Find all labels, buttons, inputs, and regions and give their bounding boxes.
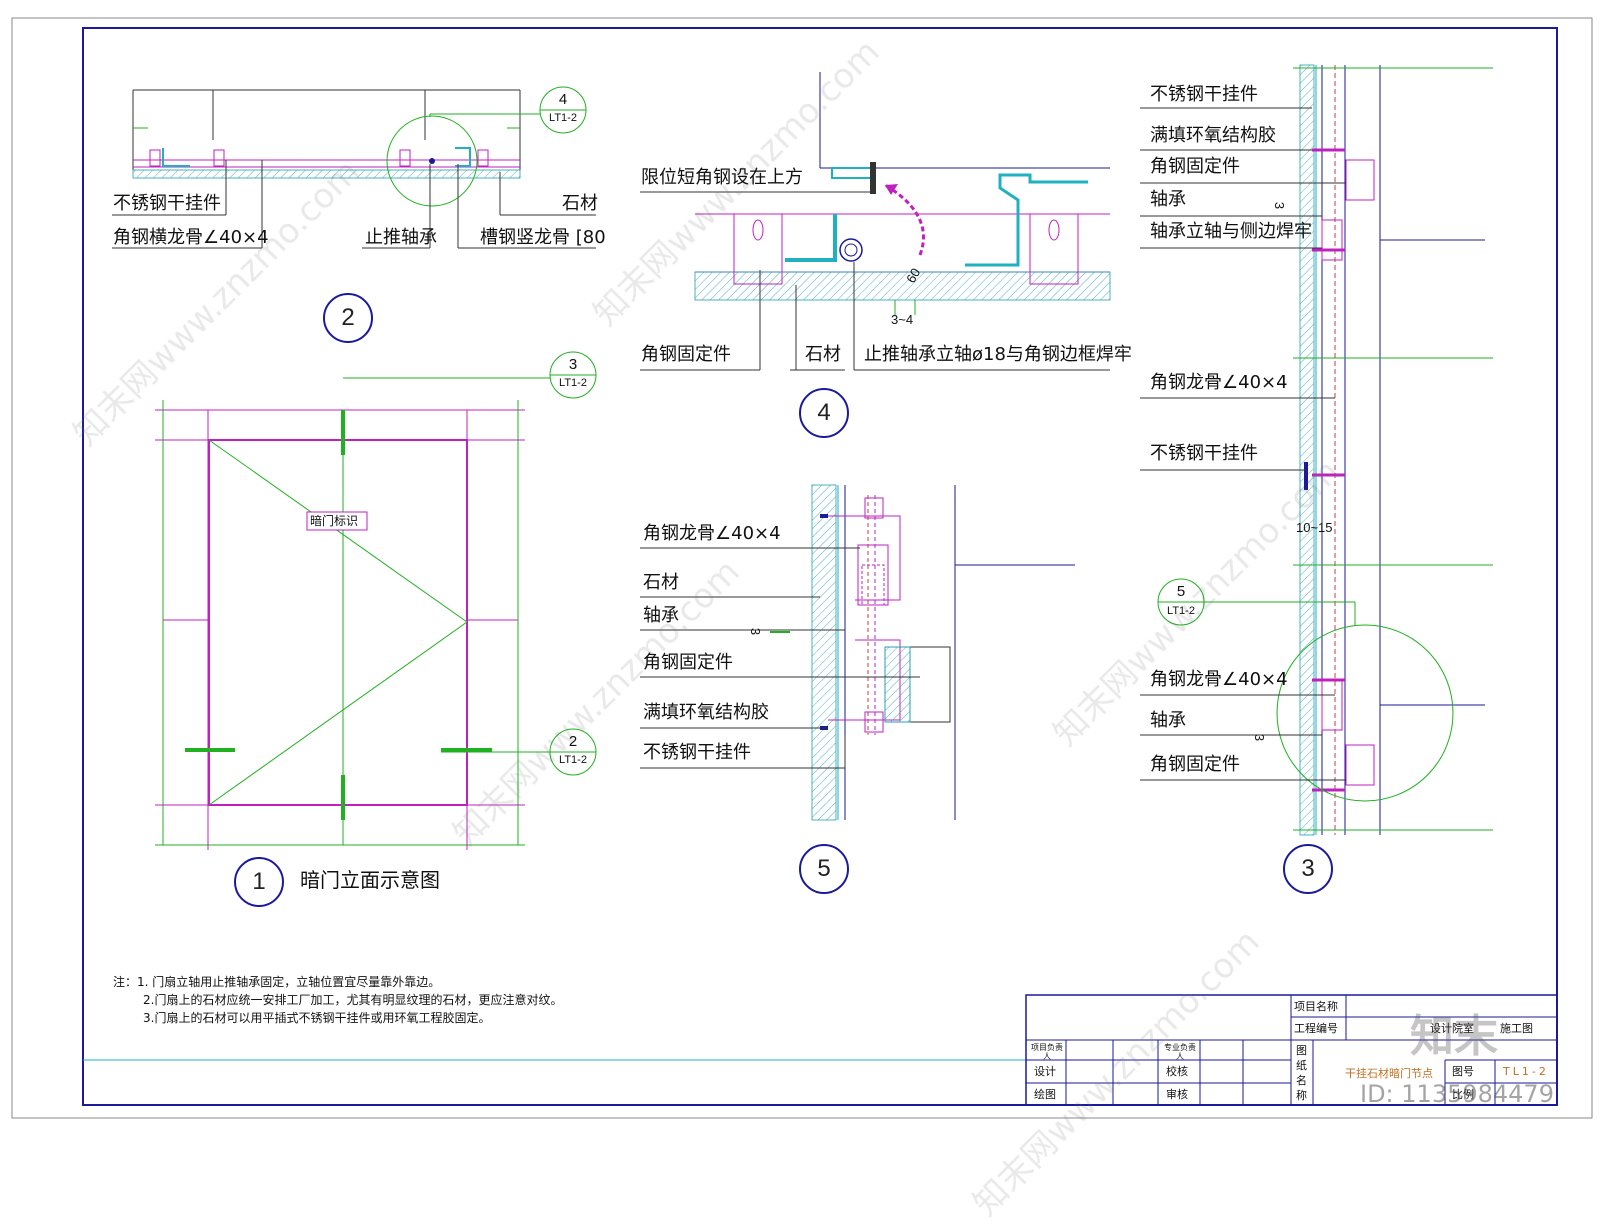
- tb-sheet-no: TL1-2: [1503, 1065, 1549, 1078]
- detail-3-callout: [1283, 844, 1333, 894]
- detail-2-callout: [323, 293, 373, 343]
- label-d4-fix: 角钢固定件: [641, 344, 731, 365]
- label-d4-limit: 限位短角钢设在上方: [641, 167, 803, 188]
- tb-review: 审核: [1166, 1088, 1188, 1101]
- tb-design: 设计: [1034, 1065, 1056, 1078]
- tb-proj-lead: 项目负责人: [1031, 1043, 1063, 1061]
- detail-1-elevation: [155, 351, 597, 850]
- label-d4-axle: 止推轴承立轴ø18与角钢边框焊牢: [864, 344, 1132, 365]
- tag-ref: LT1-2: [559, 754, 587, 766]
- drawing-sheet: [11, 17, 1593, 1119]
- label-d3-weld: 轴承立轴与侧边焊牢: [1150, 221, 1312, 242]
- callout-number: 4: [817, 399, 831, 426]
- label-d3-fix: 角钢固定件: [1150, 156, 1240, 177]
- note-line-1: 注：1. 门扇立轴用止推轴承固定，立轴位置宜尽量靠外靠边。: [113, 975, 441, 989]
- tag-ref: LT1-2: [549, 112, 577, 124]
- image-id: ID: 1135984479: [1360, 1080, 1554, 1108]
- tb-project-no: 工程编号: [1294, 1022, 1338, 1035]
- tag-number: 2: [568, 733, 578, 750]
- tb-sheet-no-label: 图号: [1452, 1065, 1474, 1078]
- detail-3-section: [1140, 64, 1493, 836]
- dim-d3-gap: 10~15: [1296, 520, 1333, 535]
- frame-border: [82, 27, 1558, 1106]
- tb-scale: 比例: [1452, 1088, 1474, 1101]
- tb-drawing-name: 干挂石材暗门节点: [1345, 1067, 1433, 1080]
- tb-institute: 设计院室: [1430, 1022, 1474, 1035]
- tb-spec-lead: 专业负责人: [1164, 1043, 1196, 1061]
- label-d5-hanger: 不锈钢干挂件: [643, 742, 751, 763]
- tag-ref: LT1-2: [559, 377, 587, 389]
- detail-4-hinge: [640, 72, 1111, 371]
- tb-project-name: 项目名称: [1294, 1000, 1338, 1013]
- label-d3-bearing: 轴承: [1150, 189, 1186, 210]
- note-line-2: 2.门扇上的石材应统一安排工厂加工，尤其有明显纹理的石材，更应注意对纹。: [143, 993, 563, 1007]
- callout-number: 2: [341, 304, 355, 331]
- tag-number: 5: [1176, 583, 1186, 600]
- label-d3-hanger: 不锈钢干挂件: [1150, 84, 1258, 105]
- label-d3-fix2: 角钢固定件: [1150, 754, 1240, 775]
- label-d2-angle: 角钢横龙骨∠40×4: [113, 227, 269, 248]
- label-d2-hanger: 不锈钢干挂件: [113, 193, 221, 214]
- dim-d4-gap: 3~4: [891, 312, 914, 327]
- label-d1-title: 暗门立面示意图: [300, 868, 440, 892]
- tag-ref: LT1-2: [1167, 605, 1195, 617]
- tag-number: 3: [568, 356, 578, 373]
- detail-5-section: [640, 484, 1075, 821]
- label-d3-angle: 角钢龙骨∠40×4: [1150, 372, 1288, 393]
- tb-stage: 施工图: [1500, 1022, 1533, 1035]
- label-d5-angle: 角钢龙骨∠40×4: [643, 523, 781, 544]
- tb-check: 校核: [1166, 1065, 1188, 1078]
- detail-5-callout: [799, 844, 849, 894]
- label-d3-bearing2: 轴承: [1150, 710, 1186, 731]
- label-d4-stone: 石材: [805, 344, 841, 365]
- dim-d3-gap3: 3: [1252, 733, 1268, 742]
- label-d2-channel: 槽钢竖龙骨 [80: [480, 227, 606, 248]
- detail-2-plan: [112, 86, 596, 249]
- label-d3-angle2: 角钢龙骨∠40×4: [1150, 669, 1288, 690]
- tag-number: 4: [558, 91, 568, 108]
- label-d5-stone: 石材: [643, 572, 679, 593]
- tb-draw: 绘图: [1034, 1088, 1056, 1101]
- dim-d3-gap2: 3: [1272, 201, 1288, 210]
- brand-logo: 知末: [1410, 1011, 1498, 1062]
- detail-4-callout: [799, 388, 849, 438]
- label-d1-mark: 暗门标识: [310, 514, 359, 528]
- note-line-3: 3.门扇上的石材可以用平插式不锈钢干挂件或用环氧工程胶固定。: [143, 1011, 491, 1025]
- detail-1-callout: [234, 857, 284, 907]
- callout-number: 3: [1301, 855, 1315, 882]
- title-block: [1025, 994, 1558, 1106]
- label-d5-fix: 角钢固定件: [643, 652, 733, 673]
- callout-number: 5: [817, 855, 831, 882]
- tb-drawing-name-label: 图纸名称: [1296, 1044, 1307, 1102]
- label-d2-bearing: 止推轴承: [365, 227, 437, 248]
- label-d5-bearing: 轴承: [643, 605, 679, 626]
- dim-d5-gap: 3: [748, 627, 764, 636]
- callout-number: 1: [252, 868, 266, 895]
- outer-border: [11, 17, 1593, 1119]
- label-d5-epoxy: 满填环氧结构胶: [643, 702, 769, 723]
- label-d3-epoxy: 满填环氧结构胶: [1150, 125, 1276, 146]
- label-d3-hanger2: 不锈钢干挂件: [1150, 443, 1258, 464]
- label-d2-stone: 石材: [562, 193, 598, 214]
